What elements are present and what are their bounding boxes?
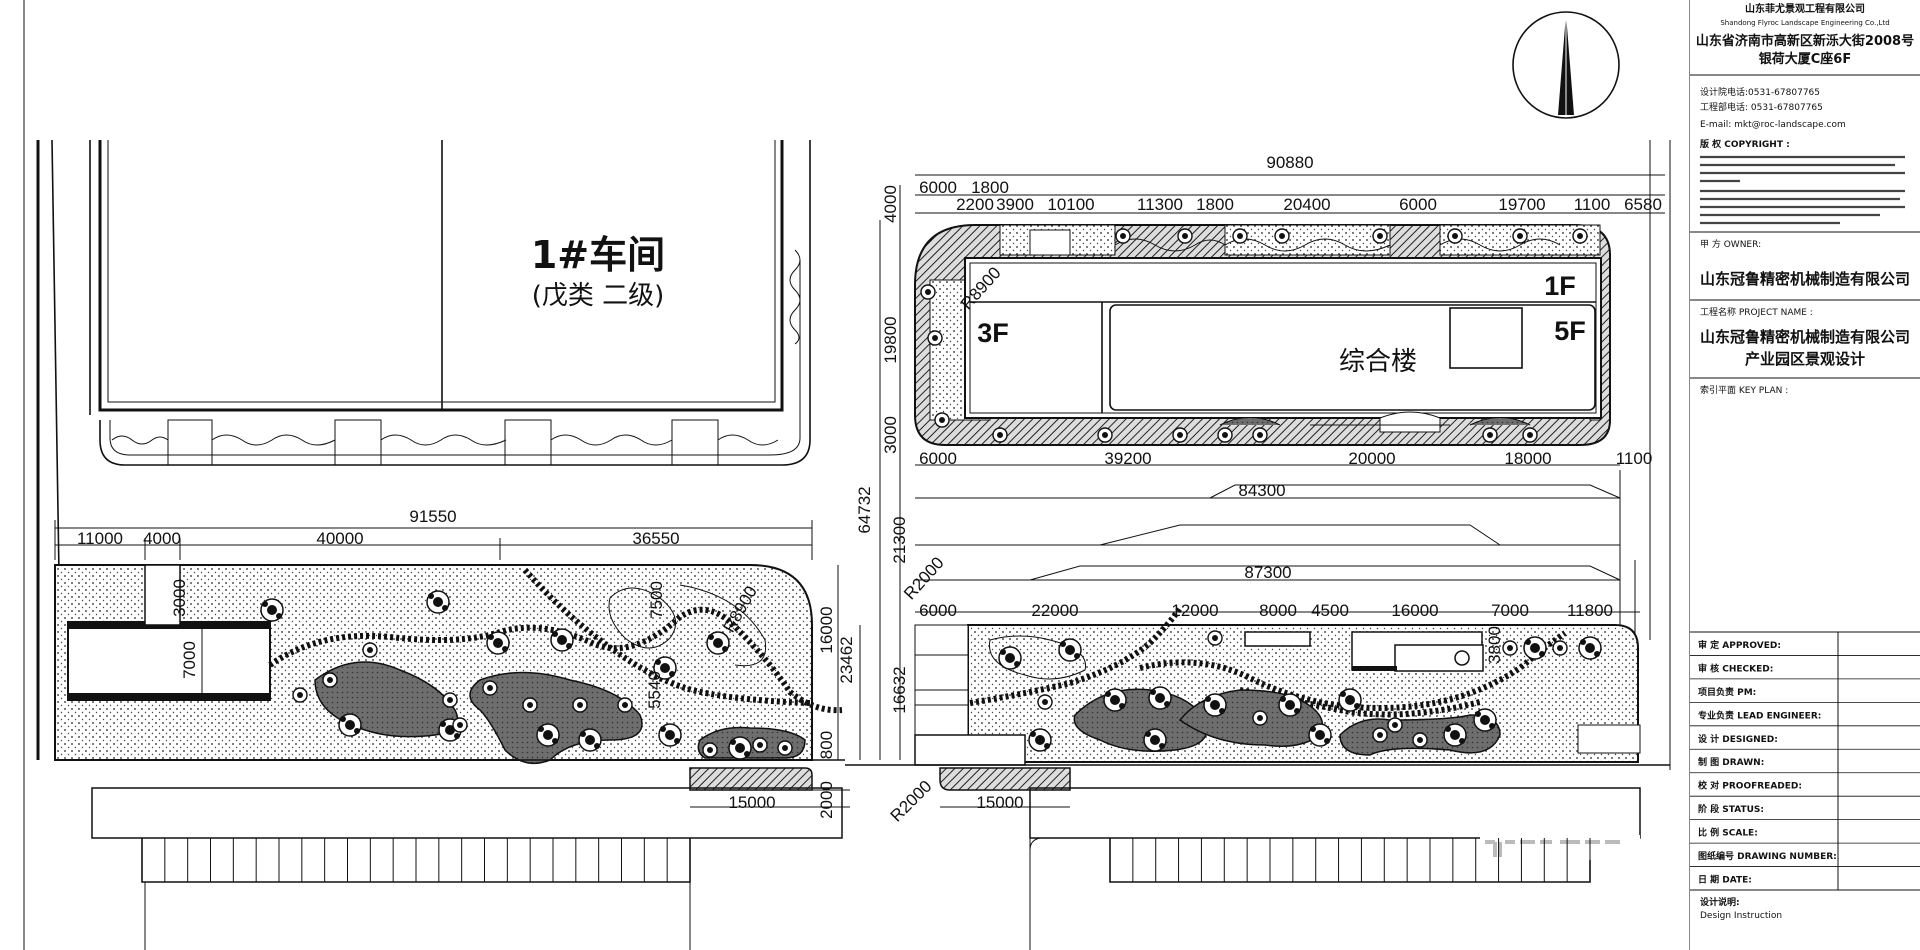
- dim-4000: 4000: [143, 529, 181, 548]
- radius-r2000-b: R2000: [887, 777, 936, 826]
- company-address-2: 银荷大厦C座6F: [1759, 51, 1851, 67]
- dim-23462: 23462: [837, 636, 856, 683]
- dim-800: 800: [817, 731, 836, 759]
- design-instruction-cn: 设计说明:: [1700, 896, 1740, 908]
- left-road-parking: 15000 2000 800: [62, 731, 850, 950]
- dim-top-2200: 2200: [956, 195, 994, 214]
- phone-engineering: 工程部电话: 0531-67807765: [1700, 101, 1823, 113]
- north-arrow-icon: [1512, 11, 1620, 119]
- dim-top-11300: 11300: [1137, 195, 1183, 214]
- workshop-1-building: 1#车间 (戊类 二级): [36, 139, 811, 761]
- dim-row3-6000: 6000: [919, 601, 957, 620]
- dim-top-20400: 20400: [1283, 195, 1330, 214]
- dim-15000-a: 15000: [728, 793, 775, 812]
- dim-row3-16000: 16000: [1391, 601, 1438, 620]
- title-block-row-label: 比 例 SCALE:: [1698, 827, 1758, 839]
- owner-label: 甲 方 OWNER:: [1700, 238, 1761, 250]
- dim-row3-4500: 4500: [1311, 601, 1349, 620]
- dim-21300: 21300: [890, 516, 909, 563]
- copyright-label: 版 权 COPYRIGHT :: [1699, 138, 1790, 150]
- title-block-row-label: 审 定 APPROVED:: [1698, 639, 1781, 651]
- owner-name: 山东冠鲁精密机械制造有限公司: [1700, 270, 1910, 288]
- company-address-1: 山东省济南市高新区新泺大街2008号: [1696, 33, 1914, 49]
- left-parking-stalls: [141, 838, 691, 882]
- left-dimension-chain: 91550 11000 4000 40000 36550: [54, 507, 813, 560]
- dim-row2-18000: 18000: [1504, 449, 1551, 468]
- project-label: 工程名称 PROJECT NAME :: [1700, 306, 1813, 318]
- dim-row3-22000: 22000: [1031, 601, 1078, 620]
- dim-15000-b: 15000: [976, 793, 1023, 812]
- title-block-row-label: 阶 段 STATUS:: [1698, 803, 1764, 815]
- top-dimension-chain: 90880 6000 1800 2200 3900 10100 11300 18…: [915, 153, 1665, 214]
- dim-16632: 16632: [890, 666, 909, 713]
- dim-4000-v: 4000: [881, 185, 900, 223]
- dim-row2-6000: 6000: [919, 449, 957, 468]
- dim-19800: 19800: [881, 316, 900, 363]
- dim-16000: 16000: [817, 606, 836, 653]
- dim-5540: 5540: [645, 671, 664, 709]
- dim-top-3900: 3900: [996, 195, 1034, 214]
- project-name-1: 山东冠鲁精密机械制造有限公司: [1700, 328, 1910, 346]
- key-plan-label: 索引平面 KEY PLAN :: [1700, 384, 1788, 396]
- dim-7000: 7000: [180, 641, 199, 679]
- dim-top-6000b: 6000: [1399, 195, 1437, 214]
- dim-row2-1100: 1100: [1616, 449, 1653, 468]
- lower-dimension-chain: 6000 22000 12000 8000 4500 16000 7000 11…: [915, 601, 1640, 620]
- office-building-area: 1F 3F 5F 综合楼 R8900: [914, 140, 1671, 770]
- title-block-row-label: 图纸编号 DRAWING NUMBER:: [1698, 850, 1837, 862]
- dim-90880: 90880: [1266, 153, 1313, 172]
- dim-row3-8000: 8000: [1259, 601, 1297, 620]
- dim-84300: 84300: [1238, 481, 1285, 500]
- title-block-row-label: 项目负责 PM:: [1698, 686, 1756, 698]
- dim-top-6000: 6000: [919, 178, 957, 197]
- dim-36550: 36550: [632, 529, 679, 548]
- title-block-row-label: 日 期 DATE:: [1698, 873, 1752, 885]
- dim-row3-7000: 7000: [1491, 601, 1529, 620]
- workshop-title: 1#车间: [531, 233, 665, 277]
- floor-3f: 3F: [977, 318, 1009, 348]
- title-block-row-label: 校 对 PROOFREADED:: [1698, 780, 1802, 792]
- dim-top-1800b: 1800: [1196, 195, 1234, 214]
- dim-top-6580: 6580: [1624, 195, 1662, 214]
- left-landscape-area: 7000 3000 7500 R8900 5540: [54, 564, 843, 765]
- dim-3000-v: 3000: [881, 416, 900, 454]
- title-block-row-label: 制 图 DRAWN:: [1698, 756, 1764, 768]
- company-name-cn: 山东菲尤景观工程有限公司: [1745, 2, 1865, 15]
- right-parking-stalls: [1109, 838, 1591, 882]
- dim-top-19700: 19700: [1498, 195, 1545, 214]
- title-block: 山东菲尤景观工程有限公司 Shandong Flyroc Landscape E…: [1690, 0, 1920, 950]
- dim-11000: 11000: [77, 529, 123, 548]
- dim-top-10100: 10100: [1047, 195, 1094, 214]
- company-name-en: Shandong Flyroc Landscape Engineering Co…: [1720, 19, 1889, 27]
- dim-top-1800: 1800: [971, 178, 1009, 197]
- dim-7500: 7500: [647, 581, 666, 619]
- dim-87300: 87300: [1244, 563, 1291, 582]
- dim-3800: 3800: [1485, 626, 1504, 664]
- dim-2000: 2000: [817, 781, 836, 819]
- dim-91550: 91550: [409, 507, 456, 526]
- floor-5f: 5F: [1554, 316, 1586, 346]
- workshop-subtitle: (戊类 二级): [532, 281, 665, 311]
- dim-row3-11800: 11800: [1567, 601, 1613, 620]
- dim-40000: 40000: [316, 529, 363, 548]
- dim-top-1100: 1100: [1574, 195, 1611, 214]
- dim-row3-12000: 12000: [1171, 601, 1218, 620]
- title-block-row-label: 设 计 DESIGNED:: [1698, 733, 1778, 745]
- design-instruction-en: Design Instruction: [1700, 911, 1782, 921]
- dim-3000: 3000: [170, 579, 189, 617]
- title-block-row-label: 专业负责 LEAD ENGINEER:: [1698, 709, 1821, 721]
- dim-64732: 64732: [855, 486, 874, 533]
- office-building-label: 综合楼: [1339, 347, 1417, 377]
- dim-row2-20000: 20000: [1348, 449, 1395, 468]
- title-block-row-label: 审 核 CHECKED:: [1698, 662, 1773, 674]
- floor-1f: 1F: [1544, 271, 1576, 301]
- phone-design: 设计院电话:0531-67807765: [1700, 86, 1820, 98]
- dim-row2-39200: 39200: [1104, 449, 1151, 468]
- central-vertical-dimensions: 64732 4000 19800 3000 21300 23462 16000 …: [817, 185, 909, 760]
- project-name-2: 产业园区景观设计: [1745, 350, 1865, 368]
- email: E-mail: mkt@roc-landscape.com: [1700, 120, 1846, 130]
- right-road-parking: 15000 R2000: [845, 734, 1670, 950]
